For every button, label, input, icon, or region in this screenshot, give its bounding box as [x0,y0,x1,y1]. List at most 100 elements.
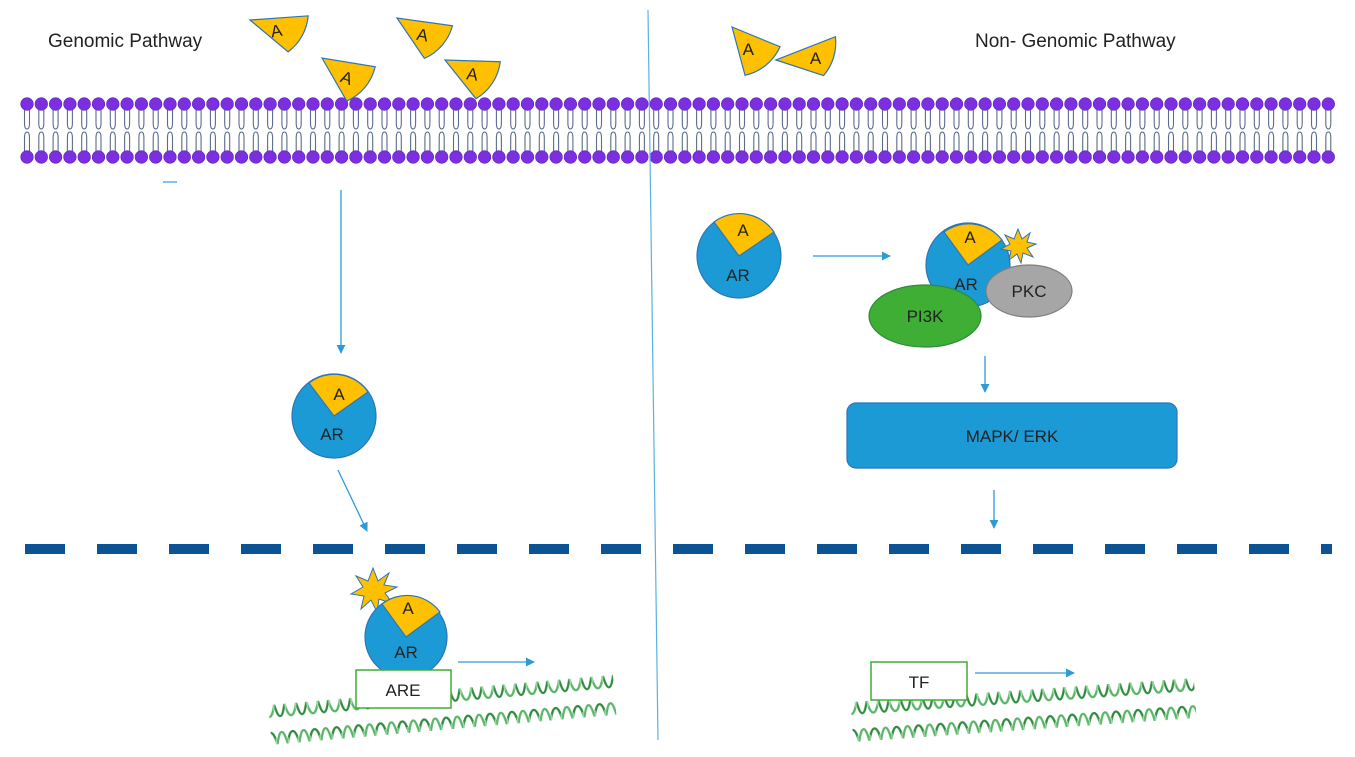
lipid-tail [839,110,846,151]
lipid-tail [1096,110,1103,151]
androgen-label: A [333,385,345,404]
lipid-head [978,97,992,111]
lipid-tail [309,110,317,151]
lipid-head [964,150,978,164]
kinase-complex: A AR PKC PI3K [868,222,1073,348]
lipid-head [978,150,992,164]
lipid-head [1007,150,1021,164]
androgen-ligand: A [248,15,309,53]
lipid-tail [452,110,460,151]
lipid-head [964,97,978,111]
lipid-head [763,150,778,164]
lipid-head [678,97,692,111]
lipid-head [435,97,449,111]
androgen-receptor-complex-nucleus: A AR [364,594,448,679]
lipid-head [1021,97,1035,111]
lipid-tail [1125,110,1132,151]
lipid-tail [1325,110,1332,151]
lipid-head [1092,150,1107,164]
lipid-head [935,150,949,164]
lipid-head [20,97,34,111]
bound-androgen [943,223,1003,266]
lipid-head [578,150,592,164]
lipid-tail [796,110,803,151]
lipid-tail [95,110,102,151]
lipid-tail [1139,110,1146,151]
lipid-head [77,150,91,164]
lipid-tail [324,110,331,151]
cell-membrane [20,97,1335,164]
lipid-head [478,97,492,111]
lipid-head [335,150,349,164]
lipid-head [492,150,506,164]
lipid-head [1221,150,1235,164]
lipid-head [535,97,549,111]
lipid-head [20,150,34,164]
lipid-head [563,150,578,164]
lipid-head [1293,97,1307,111]
lipid-tail [581,110,588,151]
dna-helix-non-genomic [850,678,1197,742]
lipid-head [420,150,435,164]
lipid-head [77,97,91,111]
lipid-tail [953,110,960,151]
lipid-head [892,97,906,111]
lipid-tail [438,110,445,151]
lipid-head [63,97,77,111]
lipid-head [1121,150,1135,164]
lipid-head [721,150,735,164]
lipid-tail [238,110,245,151]
lipid-tail [152,110,159,151]
lipid-head [292,97,306,111]
lipid-tail [524,110,531,151]
lipid-head [1192,150,1207,164]
lipid-head [949,97,964,111]
lipid-head [1278,97,1292,111]
lipid-tail [1225,110,1232,151]
lipid-tail [910,110,917,151]
lipid-tail [267,110,274,151]
lipid-head [1035,150,1049,164]
lipid-head [449,150,463,164]
lipid-head [606,97,620,111]
lipid-head [335,97,349,111]
lipid-head [735,150,749,164]
lipid-head [392,97,406,111]
lipid-head [778,150,792,164]
lipid-head [120,150,134,164]
are-box [355,669,452,709]
lipid-head [620,150,635,164]
lipid-tail [610,110,617,151]
lipid-tail [996,110,1003,151]
lipid-head [606,150,620,164]
lipid-head [1064,150,1078,164]
lipid-head [1192,97,1207,111]
lipid-head [635,150,649,164]
lipid-tail [967,110,974,151]
lipid-head [921,150,935,164]
lipid-tail [381,110,388,151]
lipid-head [192,97,206,111]
lipid-tail [209,110,216,151]
lipid-head [549,150,563,164]
non-genomic-pathway-title: Non- Genomic Pathway [975,31,1176,52]
lipid-tail [1282,110,1289,151]
lipid-tail [367,110,374,151]
lipid-head [377,97,392,111]
lipid-tail [681,110,688,151]
lipid-head [906,150,921,164]
bound-androgen [713,212,775,257]
androgen-ligand: A [320,57,376,102]
lipid-head [1250,150,1264,164]
mapk-erk-label: MAPK/ ERK [966,427,1059,446]
lipid-head [320,150,334,164]
lipid-tail [410,110,417,151]
mapk-erk-box [846,402,1178,469]
lipid-head [263,150,277,164]
lipid-head [592,150,606,164]
lipid-head [220,97,234,111]
lipid-tail [924,110,931,151]
lipid-tail [781,110,788,151]
lipid-head [706,150,721,164]
lipid-head [1049,97,1064,111]
